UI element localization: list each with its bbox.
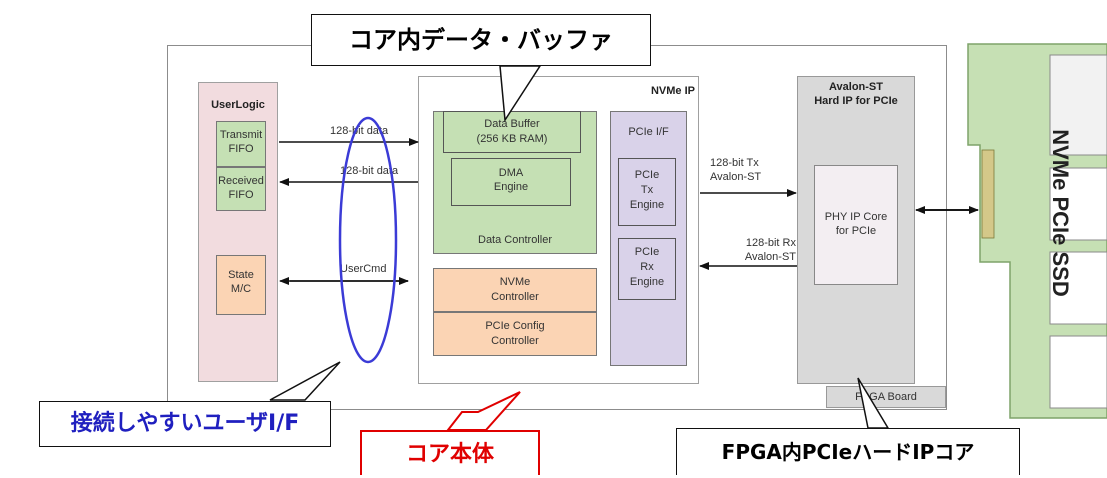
avalon-title-2: Hard IP for PCIe xyxy=(814,95,898,107)
received-fifo-label-1: Received xyxy=(218,175,264,187)
rx-engine-label-3: Engine xyxy=(629,276,665,288)
pcie-config-label-1: PCIe Config xyxy=(485,320,545,332)
callout-top: コア内データ・バッファ xyxy=(311,14,651,66)
dma-label-2: Engine xyxy=(493,181,529,193)
signal-data-1: 128-bit data xyxy=(330,125,389,137)
transmit-fifo-label-2: FIFO xyxy=(228,143,254,155)
dma-engine xyxy=(451,158,571,206)
phy-label-1: PHY IP Core xyxy=(824,211,888,223)
tx-engine-label-3: Engine xyxy=(629,199,665,211)
dma-label-1: DMA xyxy=(498,167,524,179)
tx-engine-label-2: Tx xyxy=(640,184,654,196)
received-fifo-label-2: FIFO xyxy=(228,189,254,201)
signal-tx-2: Avalon-ST xyxy=(710,171,762,183)
pcie-config-label-2: Controller xyxy=(491,335,539,347)
ssd-connector xyxy=(981,149,995,239)
fpga-board-tag xyxy=(826,386,946,408)
callout-user-if-pointer xyxy=(269,361,341,401)
nvme-ip-title: NVMe IP xyxy=(650,85,695,97)
phy-label-2: for PCIe xyxy=(835,225,877,237)
rx-engine-label-1: PCIe xyxy=(634,246,660,258)
callout-fpga-pointer xyxy=(857,377,890,429)
data-controller-label: Data Controller xyxy=(478,234,552,246)
tx-engine-label-1: PCIe xyxy=(634,169,660,181)
pcie-rx-engine xyxy=(618,238,676,300)
callout-top-pointer xyxy=(499,65,542,123)
callout-user-if: 接続しやすいユーザI/F xyxy=(39,401,331,447)
signal-data-2: 128-bit data xyxy=(340,165,399,177)
pcie-tx-engine xyxy=(618,158,676,226)
signal-usercmd: UserCmd xyxy=(340,263,387,275)
state-machine-label-2: M/C xyxy=(230,283,252,295)
rx-engine-label-2: Rx xyxy=(640,261,654,273)
received-fifo xyxy=(216,167,266,211)
avalon-title-1: Avalon-ST xyxy=(829,81,883,93)
data-buffer xyxy=(443,111,581,153)
signal-rx-1: 128-bit Rx xyxy=(745,237,796,249)
data-buffer-label-2: (256 KB RAM) xyxy=(476,133,548,145)
state-machine xyxy=(216,255,266,315)
signal-rx-2: Avalon-ST xyxy=(744,251,796,263)
transmit-fifo-label-1: Transmit xyxy=(219,129,263,141)
nvme-controller xyxy=(433,268,597,312)
signal-tx-1: 128-bit Tx xyxy=(710,157,759,169)
phy-ip-core xyxy=(814,165,898,285)
transmit-fifo xyxy=(216,121,266,167)
callout-core-pointer xyxy=(445,391,521,431)
pcie-if-label: PCIe I/F xyxy=(628,126,669,138)
user-logic-title: UserLogic xyxy=(211,99,265,111)
nvme-controller-label-1: NVMe xyxy=(499,276,531,288)
user-if-ellipse xyxy=(338,116,398,364)
data-buffer-label-1: Data Buffer xyxy=(484,118,540,130)
state-machine-label-1: State xyxy=(228,269,254,281)
nvme-controller-label-2: Controller xyxy=(491,291,539,303)
callout-core: コア本体 xyxy=(360,430,540,475)
callout-fpga: FPGA内PCIeハードIPコア xyxy=(676,428,1020,475)
pcie-config-controller xyxy=(433,312,597,356)
